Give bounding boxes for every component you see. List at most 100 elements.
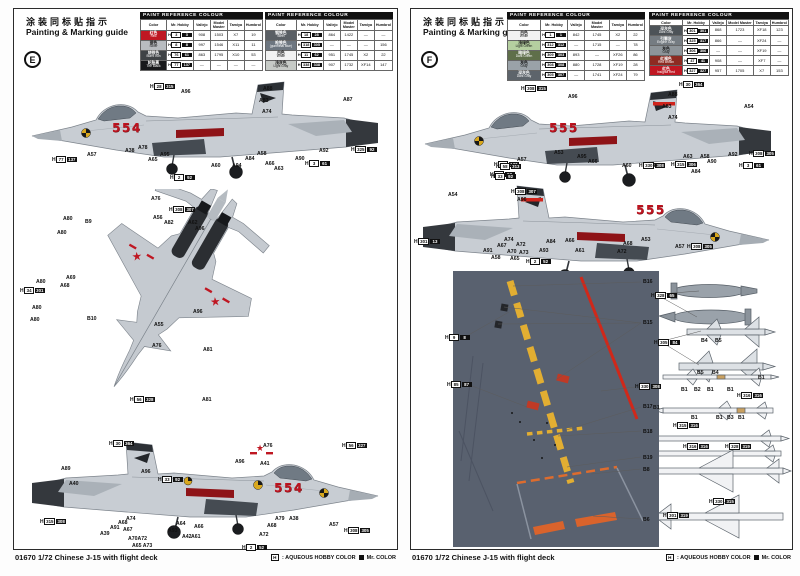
- paint-code: 86: [625, 49, 646, 61]
- callout-label: A61: [575, 248, 585, 254]
- callout-label: A93: [168, 528, 178, 534]
- callout-label: A74: [668, 115, 678, 121]
- callout-label: A95: [160, 152, 170, 158]
- paint-code: —: [567, 39, 586, 51]
- callout-label: A88: [668, 92, 678, 98]
- callout-label: A38: [125, 148, 135, 154]
- callout-label: A92: [728, 152, 738, 158]
- paint-code: —: [209, 59, 228, 71]
- page-e: 涂装同标贴指示 Painting & Marking guide E PAINT…: [13, 8, 398, 562]
- callout-label: B4: [701, 338, 708, 344]
- callout-label: B1: [738, 415, 745, 421]
- aircraft-number: 554: [274, 481, 304, 495]
- callout-label: A80: [32, 305, 42, 311]
- callout-label: A62: [188, 220, 198, 226]
- callout-label: A96: [193, 309, 203, 315]
- paint-code: 1741: [584, 69, 610, 81]
- callout-label: B1: [681, 387, 688, 393]
- paint-code: —: [769, 35, 790, 47]
- callout-label: B15: [643, 320, 653, 326]
- title-english: Painting & Marking guide: [26, 27, 129, 37]
- paint-code: 1745: [339, 49, 358, 61]
- callout-label: A76: [263, 443, 273, 449]
- callout-label: A72: [259, 532, 269, 538]
- callout-label: B1: [758, 375, 765, 381]
- paint-code: XF24: [752, 35, 771, 47]
- aircraft-underside-view: [14, 189, 354, 449]
- callout-label: A72: [617, 249, 627, 255]
- callout-label: A83: [662, 104, 672, 110]
- aircraft-side-view-port: [424, 89, 772, 188]
- column-header: Humbrol: [625, 19, 646, 31]
- callout-label: A96: [181, 89, 191, 95]
- paint-code: —: [567, 69, 586, 81]
- paint-code: 957: [709, 65, 728, 77]
- paint-code: X10: [226, 49, 245, 61]
- callout-label: B19: [643, 455, 653, 461]
- table-title: PAINT REFERENCE COLOUR: [140, 12, 263, 19]
- callout-label: A80: [36, 279, 46, 285]
- paint-code: 951: [322, 49, 341, 61]
- callout-label: B9: [85, 219, 92, 225]
- column-header: Humbrol: [243, 19, 264, 31]
- callout-label: A74: [126, 516, 136, 522]
- callout-label: B4: [712, 370, 719, 376]
- callout-label: A66: [565, 238, 575, 244]
- callout-label: A95: [577, 154, 587, 160]
- column-header: Humbrol: [373, 19, 394, 31]
- callout-label: A57: [87, 152, 97, 158]
- paint-code: XF26: [608, 49, 627, 61]
- callout-label: A93: [539, 248, 549, 254]
- callout-label: A72: [516, 242, 526, 248]
- callout-label: A69: [66, 275, 76, 281]
- callout-label: A55: [154, 322, 164, 328]
- callout-label: A80: [30, 317, 40, 323]
- paint-code: 22: [373, 49, 394, 61]
- callout-label: B5: [715, 338, 722, 344]
- page-footer: 01670 1/72 Chinese J-15 with flight deck…: [15, 553, 396, 562]
- ordnance-drawings: [649, 282, 792, 539]
- callout-label: A39: [100, 531, 110, 537]
- column-header: Model Master: [339, 19, 358, 31]
- mr-color-square-icon: [753, 555, 759, 560]
- paint-code: —: [769, 45, 790, 57]
- callout-label: A87: [343, 97, 353, 103]
- callout-label: A68: [60, 283, 70, 289]
- column-header: Color: [265, 19, 297, 31]
